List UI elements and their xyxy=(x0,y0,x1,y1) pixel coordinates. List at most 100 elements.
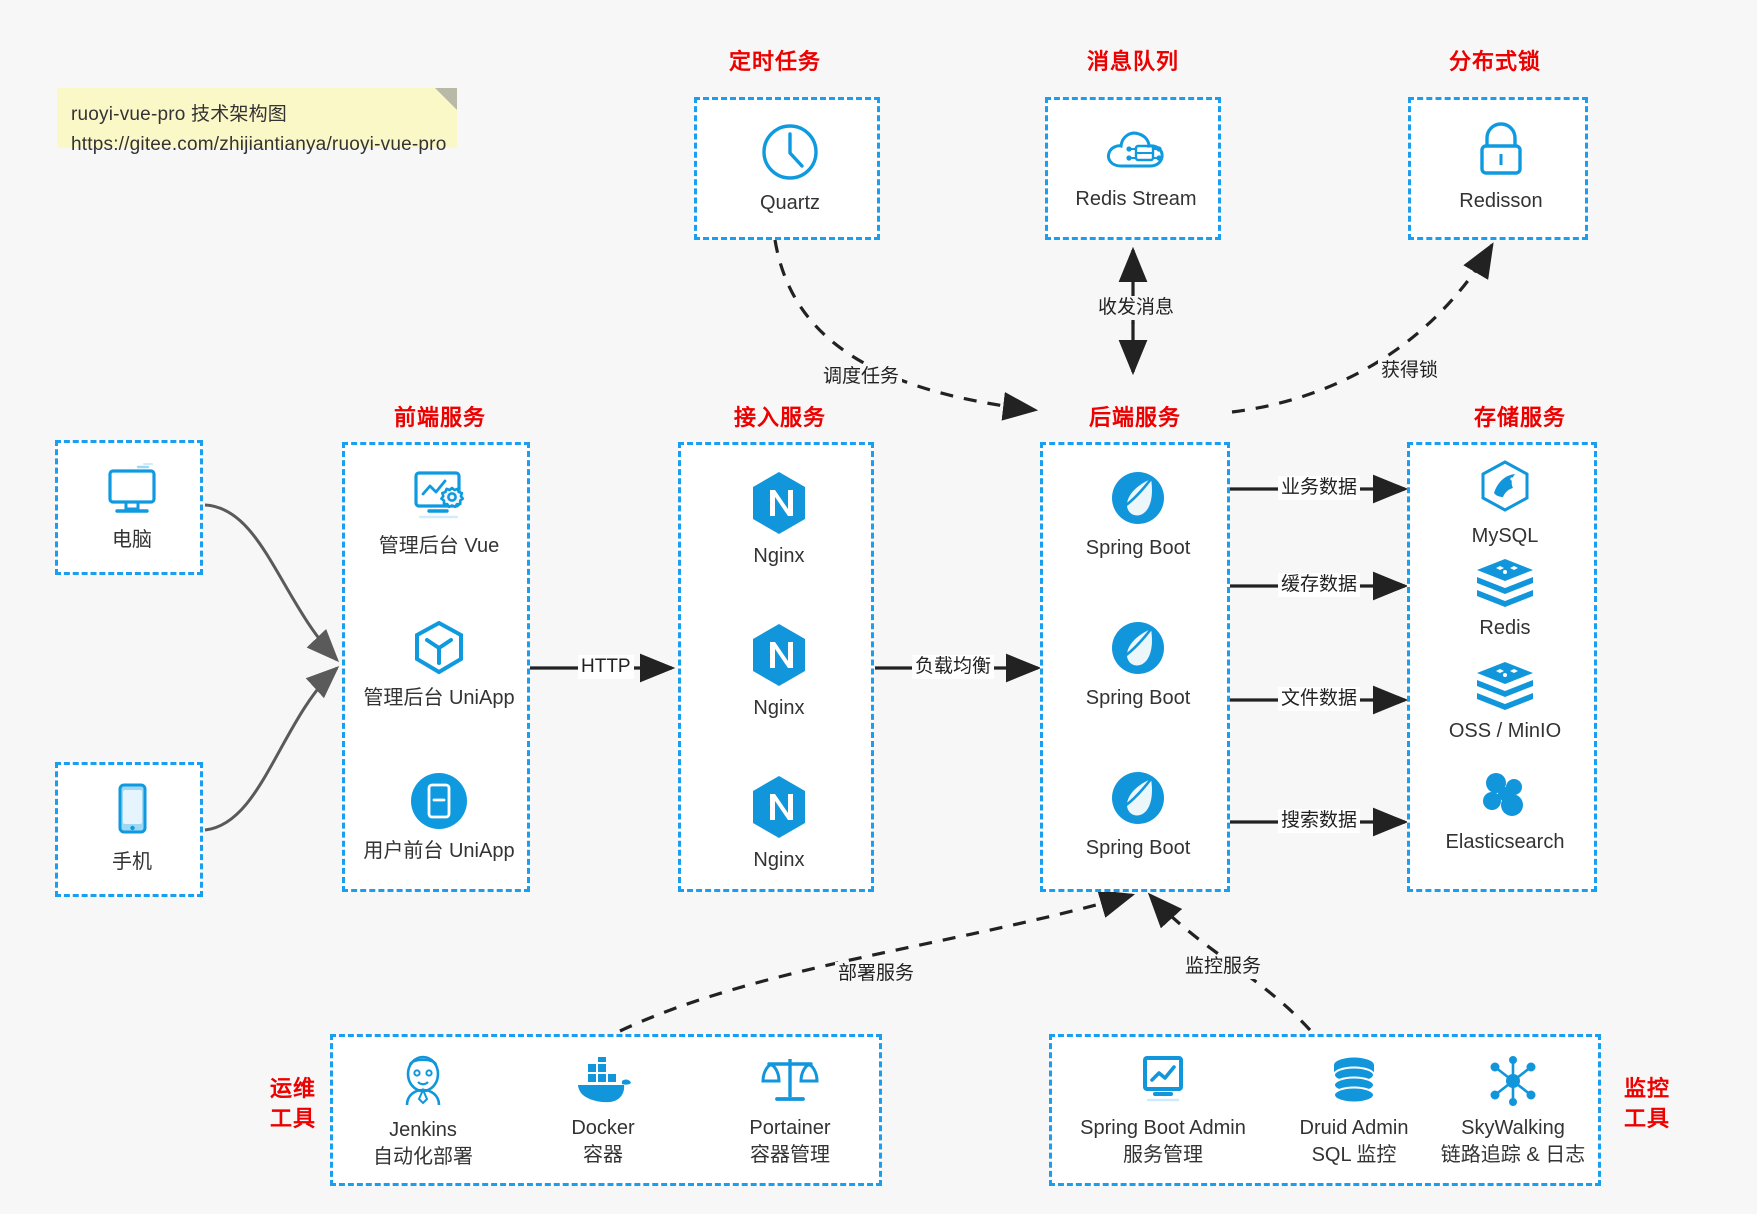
node-label-jenkins: Jenkins xyxy=(389,1119,457,1141)
cloud-stream-icon xyxy=(1107,131,1164,168)
node-label-spring-boot-admin: Spring Boot Admin xyxy=(1080,1117,1246,1139)
node-user-uniapp[interactable]: 用户前台 UniApp xyxy=(345,770,533,864)
node-admin-vue[interactable]: 管理后台 Vue xyxy=(345,467,533,559)
lock-icon xyxy=(1480,122,1522,175)
node-label-spring-boot-1: Spring Boot xyxy=(1085,537,1191,559)
node-sublabel-portainer: 容器管理 xyxy=(750,1144,830,1166)
node-sublabel-docker: 容器 xyxy=(583,1144,623,1166)
group-client-desktop: 电脑 xyxy=(55,440,203,575)
elasticsearch-icon xyxy=(1483,773,1523,816)
edge-label-http: HTTP xyxy=(578,655,634,679)
note-title: ruoyi-vue-pro 技术架构图 xyxy=(71,104,288,125)
node-label-docker: Docker xyxy=(571,1117,635,1139)
spring-leaf-icon xyxy=(1112,772,1164,824)
node-label-quartz: Quartz xyxy=(759,192,821,214)
edge-label-cache-data: 缓存数据 xyxy=(1278,573,1361,597)
node-nginx-2[interactable]: Nginx xyxy=(681,621,877,721)
node-nginx-1[interactable]: Nginx xyxy=(681,469,877,569)
diagram-note: ruoyi-vue-pro 技术架构图 https://gitee.com/zh… xyxy=(57,88,457,155)
desktop-icon xyxy=(108,463,156,513)
group-scheduled-task: Quartz xyxy=(694,97,880,240)
edge-label-business-data: 业务数据 xyxy=(1278,476,1361,500)
edge-label-deploy-service: 部署服务 xyxy=(835,962,918,986)
group-title-backend: 后端服务 xyxy=(1088,405,1181,430)
node-label-oss-minio: OSS / MinIO xyxy=(1448,720,1562,742)
app-window-icon xyxy=(411,773,467,829)
nginx-icon xyxy=(753,624,805,686)
node-redisson[interactable]: Redisson xyxy=(1411,118,1591,214)
node-label-redis-stream: Redis Stream xyxy=(1075,188,1197,210)
group-monitor: Spring Boot Admin 服务管理 Druid Admin SQL 监… xyxy=(1049,1034,1601,1186)
node-sublabel-spring-boot-admin: 服务管理 xyxy=(1123,1144,1203,1166)
group-backend: Spring Boot Spring Boot Spring Boot xyxy=(1040,442,1230,892)
edge-label-message: 收发消息 xyxy=(1095,296,1178,320)
node-skywalking[interactable]: SkyWalking 链路追踪 & 日志 xyxy=(1420,1053,1606,1169)
dashboard-gear-icon xyxy=(414,471,465,519)
scales-icon xyxy=(761,1059,819,1101)
skywalking-icon xyxy=(1490,1056,1536,1106)
group-title-message-queue: 消息队列 xyxy=(1086,49,1179,74)
node-label-desktop: 电脑 xyxy=(112,529,152,551)
node-label-admin-uniapp: 管理后台 UniApp xyxy=(363,687,515,709)
node-label-mobile: 手机 xyxy=(112,851,152,873)
node-admin-uniapp[interactable]: 管理后台 UniApp xyxy=(345,617,533,711)
group-frontend: 管理后台 Vue 管理后台 UniApp 用户前台 UniApp xyxy=(342,442,530,892)
group-title-monitor: 监控 工具 xyxy=(1616,1074,1678,1134)
node-druid-admin[interactable]: Druid Admin SQL 监控 xyxy=(1274,1055,1434,1169)
clock-icon xyxy=(762,124,818,180)
node-nginx-3[interactable]: Nginx xyxy=(681,773,877,873)
group-devops: Jenkins 自动化部署 Docker 容器 xyxy=(330,1034,882,1186)
edge-label-schedule-task: 调度任务 xyxy=(820,365,903,389)
edge-schedule-task xyxy=(773,239,1039,421)
node-elasticsearch[interactable]: Elasticsearch xyxy=(1410,767,1600,855)
node-desktop[interactable]: 电脑 xyxy=(58,461,206,553)
group-title-devops-line1: 运维 xyxy=(269,1076,316,1101)
note-fold-corner xyxy=(435,88,457,110)
node-portainer[interactable]: Portainer 容器管理 xyxy=(705,1051,875,1169)
node-jenkins[interactable]: Jenkins 自动化部署 xyxy=(343,1053,503,1171)
node-oss-minio[interactable]: OSS / MinIO xyxy=(1410,660,1600,744)
edge-label-file-data: 文件数据 xyxy=(1278,687,1361,711)
node-spring-boot-1[interactable]: Spring Boot xyxy=(1043,467,1233,561)
node-redis-stream[interactable]: Redis Stream xyxy=(1048,124,1224,212)
edge-label-loadbalance: 负载均衡 xyxy=(912,655,995,679)
edge-label-search-data: 搜索数据 xyxy=(1278,809,1361,833)
group-title-devops-line2: 工具 xyxy=(269,1106,316,1131)
node-redis[interactable]: Redis xyxy=(1410,557,1600,641)
node-spring-boot-2[interactable]: Spring Boot xyxy=(1043,617,1233,711)
node-label-nginx-3: Nginx xyxy=(753,849,805,871)
node-sublabel-druid-admin: SQL 监控 xyxy=(1311,1144,1397,1166)
group-distributed-lock: Redisson xyxy=(1408,97,1588,240)
note-url: https://gitee.com/zhijiantianya/ruoyi-vu… xyxy=(71,134,447,155)
edge-desktop-to-frontend xyxy=(204,503,340,663)
node-label-portainer: Portainer xyxy=(749,1117,831,1139)
node-label-redisson: Redisson xyxy=(1459,190,1543,212)
node-label-user-uniapp: 用户前台 UniApp xyxy=(363,840,515,862)
edge-mobile-to-frontend xyxy=(204,665,340,832)
node-mobile[interactable]: 手机 xyxy=(58,779,206,875)
node-label-skywalking: SkyWalking xyxy=(1461,1117,1565,1139)
node-label-nginx-2: Nginx xyxy=(753,697,805,719)
node-label-druid-admin: Druid Admin xyxy=(1299,1117,1409,1139)
node-spring-boot-admin[interactable]: Spring Boot Admin 服务管理 xyxy=(1058,1053,1268,1169)
node-spring-boot-3[interactable]: Spring Boot xyxy=(1043,767,1233,861)
node-label-mysql: MySQL xyxy=(1471,525,1539,547)
node-docker[interactable]: Docker 容器 xyxy=(523,1057,683,1169)
monitor-chart-icon xyxy=(1143,1056,1183,1102)
database-icon xyxy=(1333,1057,1375,1104)
group-access: Nginx Nginx Nginx xyxy=(678,442,874,892)
node-label-nginx-1: Nginx xyxy=(753,545,805,567)
group-storage: MySQL Redis OSS / MinIO xyxy=(1407,442,1597,892)
redis-stack-icon xyxy=(1477,662,1533,710)
nginx-icon xyxy=(753,776,805,838)
node-mysql[interactable]: MySQL xyxy=(1410,459,1600,549)
node-label-elasticsearch: Elasticsearch xyxy=(1445,831,1565,853)
group-title-monitor-line1: 监控 xyxy=(1623,1076,1670,1101)
group-title-access: 接入服务 xyxy=(733,405,826,430)
redis-stack-icon xyxy=(1477,559,1533,607)
edge-label-acquire-lock: 获得锁 xyxy=(1378,359,1442,383)
node-quartz[interactable]: Quartz xyxy=(697,120,883,216)
node-label-redis: Redis xyxy=(1479,617,1531,639)
group-title-frontend: 前端服务 xyxy=(393,405,486,430)
group-title-storage: 存储服务 xyxy=(1473,405,1566,430)
